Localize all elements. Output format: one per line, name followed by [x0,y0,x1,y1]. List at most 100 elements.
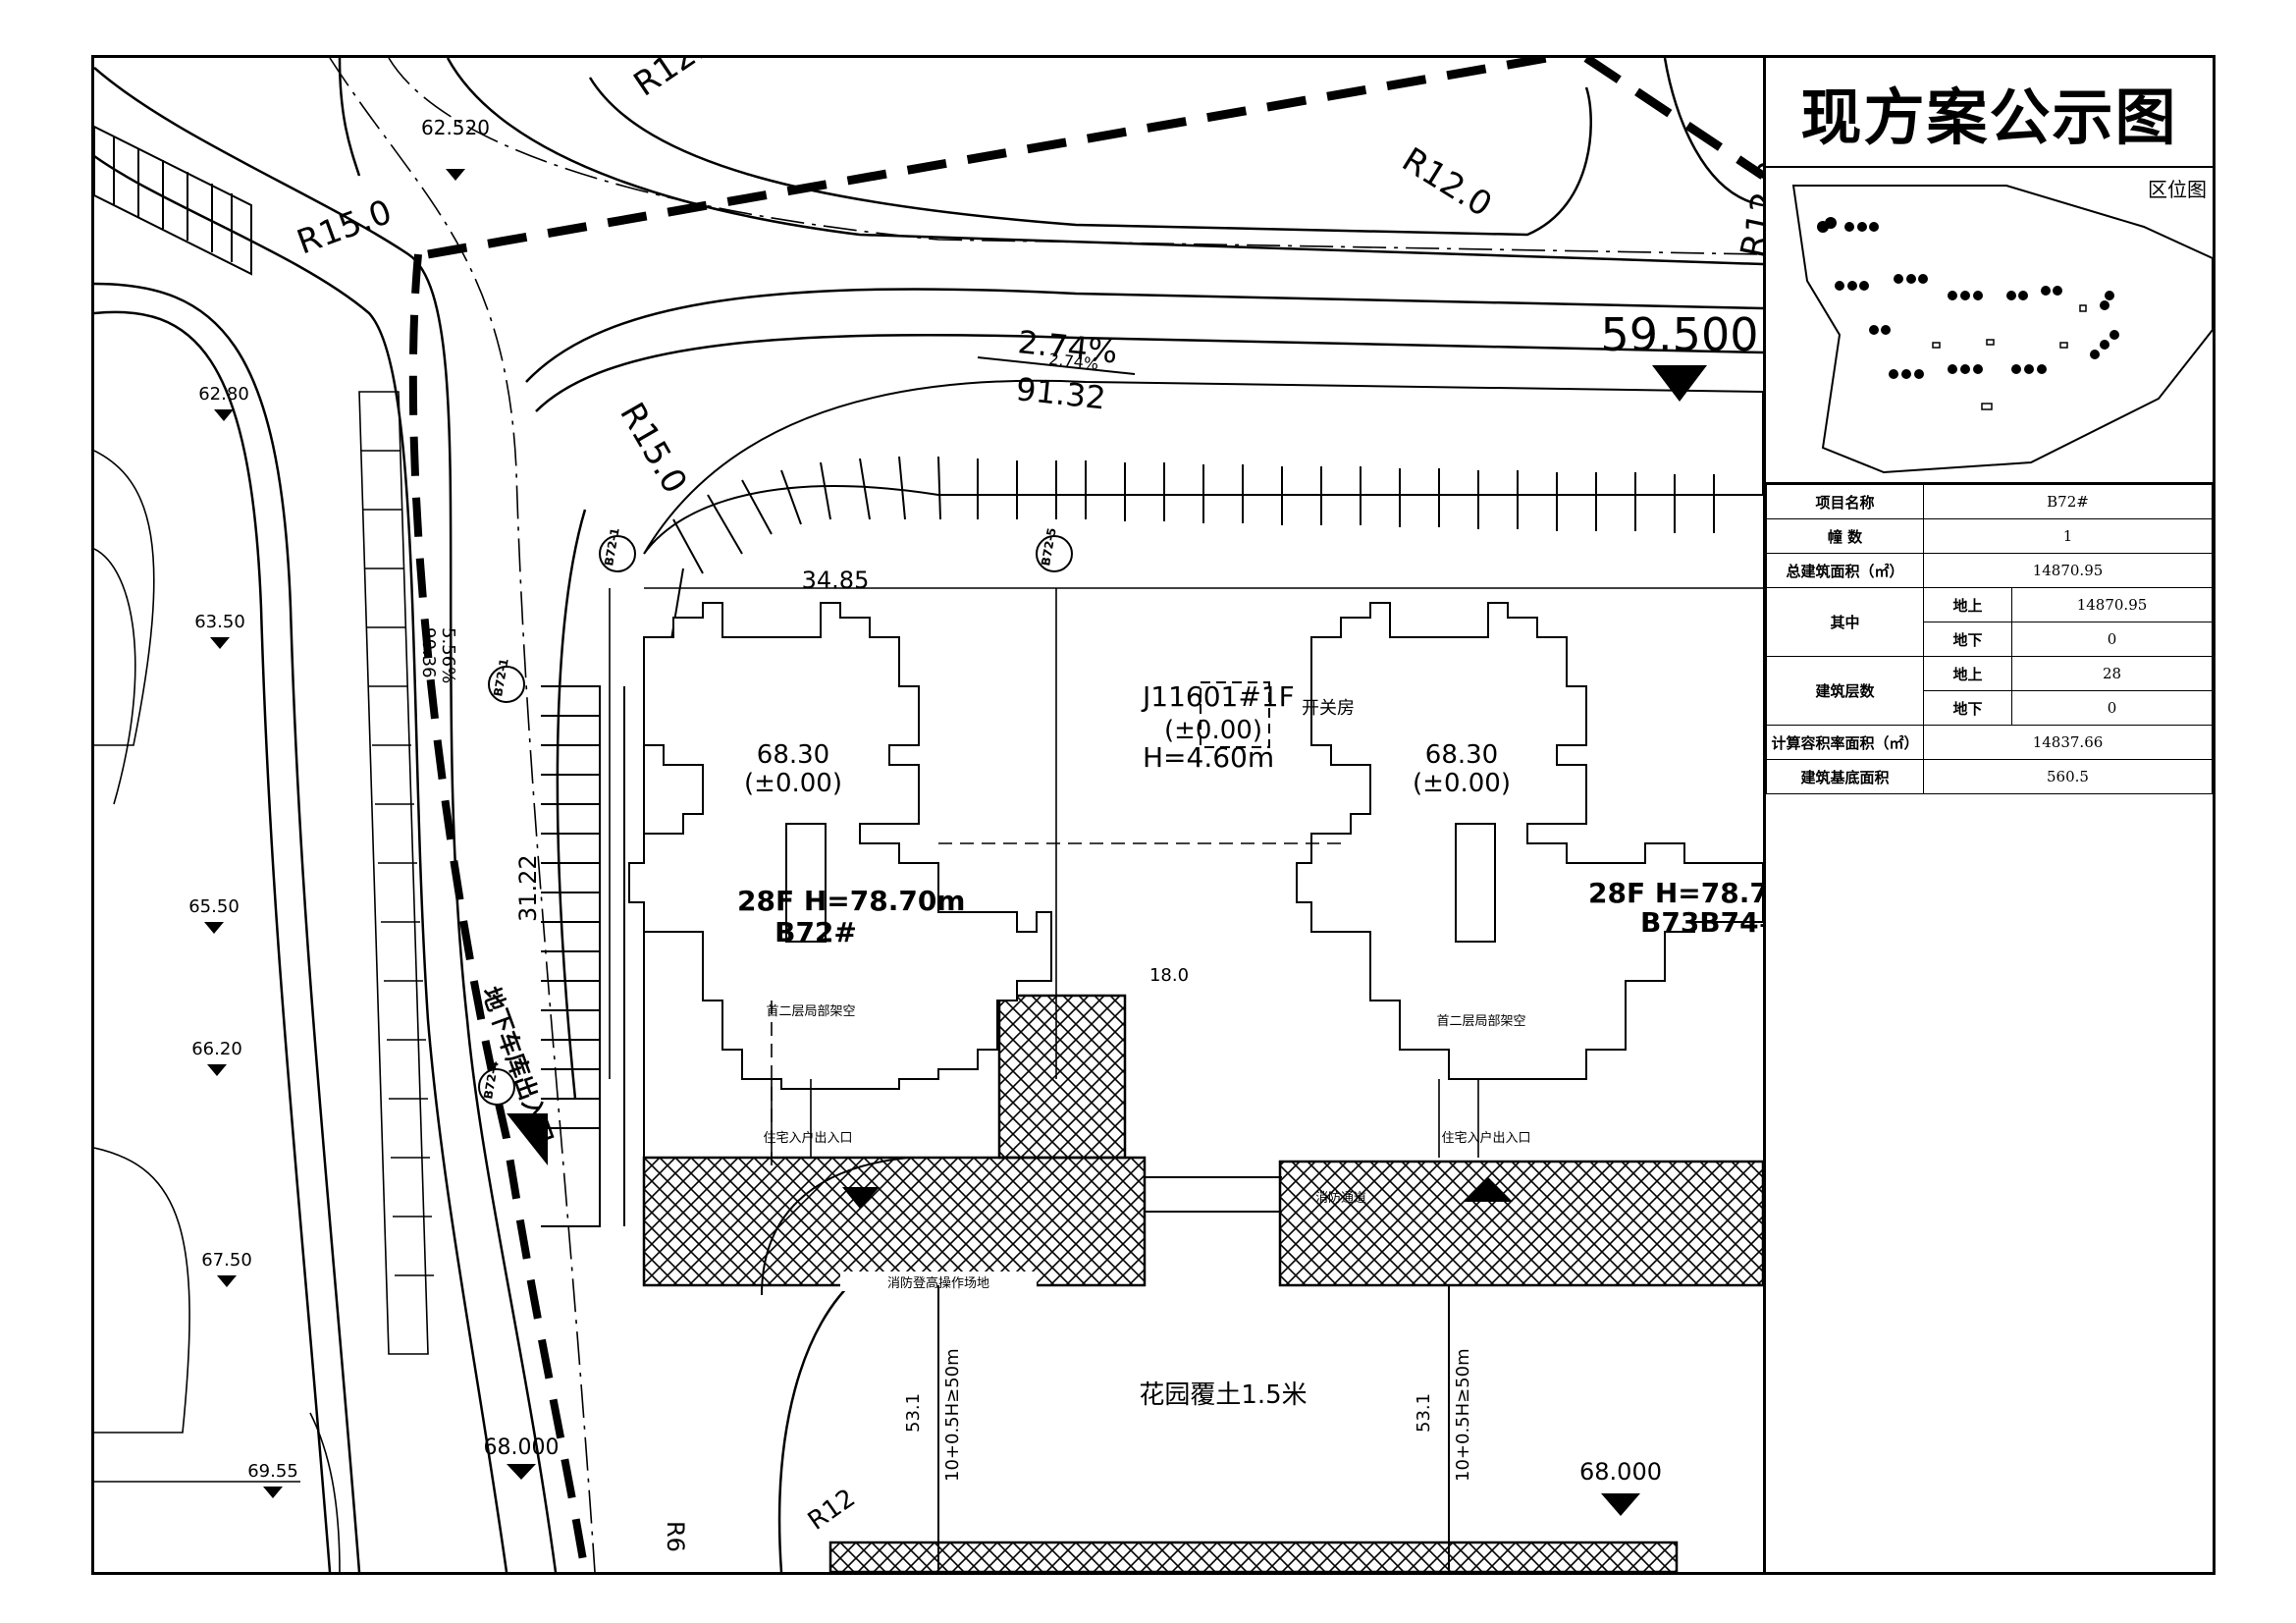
total-area-value: 14870.95 [1923,553,2213,588]
slope-length: 91.32 [1014,370,1107,416]
of-which-label: 其中 [1766,587,1924,657]
info-panel: 现方案公示图 区位图 [1763,58,2213,1572]
site-plan: 62.520 62.80 63.50 65.50 66.20 67.50 69.… [94,58,1763,1572]
floors-below-value: 0 [2011,690,2213,726]
fire-pads [642,994,1763,1572]
above-label: 地上 [1923,587,2012,622]
marker-m4: B72-4 [481,1059,502,1100]
marker-m1: B72-1 [602,526,622,567]
building-count-value: 1 [1923,518,2213,554]
elev-e9: 59.500 [1601,308,1759,361]
bldg-a-entrance: 住宅入户出入口 [763,1130,852,1146]
switch-room-code: J11601#1F [1141,680,1295,713]
elev-e6: 67.50 [201,1250,252,1271]
building-b-outline [1296,602,1763,1080]
bldg-b-zero: (±0.00) [1413,769,1511,798]
building-count-label: 幢 数 [1766,518,1924,554]
row-project-name: 项目名称 B72# [1766,484,2213,519]
elev-e4: 65.50 [188,896,240,917]
floors-label: 建筑层数 [1766,656,1924,726]
garden-label: 花园覆土1.5米 [1139,1380,1307,1410]
far-area-label: 计算容积率面积（㎡） [1766,725,1924,760]
marker-m3: B72-1 [491,657,511,697]
project-name-value: B72# [1923,484,2213,519]
radius-r4: R12.0 [1734,157,1763,260]
radius-r7: R6 [662,1521,689,1552]
row-total-area: 总建筑面积（㎡） 14870.95 [1766,553,2213,588]
dim-d1: 34.85 [802,567,870,594]
row-floors-below: 地下 0 [1767,690,2213,726]
row-far-area: 计算容积率面积（㎡） 14837.66 [1766,725,2213,760]
below-label: 地下 [1923,622,2012,657]
bldg-b-height: 28F H=78.7 [1588,877,1763,909]
bldg-b-elev: 68.30 [1425,740,1498,770]
fire-area-label: 消防登高操作场地 [887,1275,989,1291]
location-map-drawing [1791,185,2213,474]
floors-above-value: 28 [2011,656,2213,691]
slope-side: 5.56% [438,627,458,683]
bldg-a-elev: 68.30 [757,740,829,770]
switch-room [1200,681,1270,748]
radius-r6: R12 [803,1484,861,1537]
road-centerline [388,58,1763,255]
building-a-outline [628,602,1052,1090]
site-boundary [427,58,1763,259]
elev-e8: 68.000 [484,1435,560,1460]
info-table: 项目名称 B72# 幢 数 1 总建筑面积（㎡） 14870.95 其中 地上 … [1766,484,2213,794]
elev-e10: 68.000 [1579,1458,1662,1486]
bldg-a-height: 28F H=78.70m [737,885,965,917]
radius-r2: R12.0 [627,58,730,104]
radius-r1: R15.0 [292,192,397,263]
fire-lane [761,1157,1450,1572]
total-area-label: 总建筑面积（㎡） [1766,553,1924,588]
site-boundary-west [408,253,589,1572]
switch-room-label: 开关房 [1302,698,1355,719]
axis-markers [478,535,1073,1106]
bldg-b-entrance: 住宅入户出入口 [1441,1130,1530,1146]
drawing-frame: 62.520 62.80 63.50 65.50 66.20 67.50 69.… [91,55,2216,1575]
bldg-b-ground: 首二层局部架空 [1436,1014,1525,1029]
dim-d3: 18.0 [1149,965,1189,986]
road-centerline-2 [329,58,596,1572]
radius-r5: R15.0 [612,397,694,501]
roads [94,58,1763,1572]
elev-e7: 69.55 [247,1461,298,1482]
switch-room-zero: (±0.00) [1164,716,1262,745]
elev-e5: 66.20 [191,1039,242,1059]
location-map: 区位图 [1766,168,2213,484]
bldg-a-zero: (±0.00) [744,769,842,798]
bldg-a-name: B72# [774,916,857,948]
far-area-value: 14837.66 [1923,725,2213,760]
slope-side-length: 90.36 [418,627,439,678]
below-value: 0 [2011,622,2213,657]
project-name-label: 项目名称 [1766,484,1924,519]
row-below-area: 地下 0 [1767,622,2213,657]
location-map-title: 区位图 [2148,178,2207,201]
height-limit-a: 10+0.5H≥50m [942,1348,963,1482]
dim-d4: 53.1 [903,1393,924,1433]
elev-e2: 62.80 [198,384,249,405]
elev-e3: 63.50 [194,612,245,632]
elev-e1: 62.520 [421,116,490,139]
radius-r3: R12.0 [1395,140,1498,226]
above-value: 14870.95 [2011,587,2213,622]
footprint-value: 560.5 [1923,759,2213,794]
row-footprint: 建筑基底面积 560.5 [1766,759,2213,794]
fire-road-label: 消防通道 [1315,1190,1366,1206]
floors-above-label: 地上 [1923,656,2012,691]
height-limit-b: 10+0.5H≥50m [1453,1348,1473,1482]
bldg-a-ground: 首二层局部架空 [766,1004,855,1019]
marker-m2: B72-5 [1039,526,1059,567]
elevation-markers [204,169,1707,1516]
floors-below-label: 地下 [1923,690,2012,726]
row-floors-above: 建筑层数 地上 28 [1766,656,2213,726]
row-building-count: 幢 数 1 [1766,518,2213,554]
dim-d5: 53.1 [1414,1393,1434,1433]
row-above-area: 其中 地上 14870.95 [1766,587,2213,657]
bldg-b-name: B73B74# [1640,906,1763,939]
sidewalk-blocks [94,391,434,1572]
panel-title: 现方案公示图 [1766,58,2213,168]
setback-lines [609,587,1763,1167]
dim-d2: 31.22 [514,854,542,922]
parking-bays [94,125,1763,1227]
